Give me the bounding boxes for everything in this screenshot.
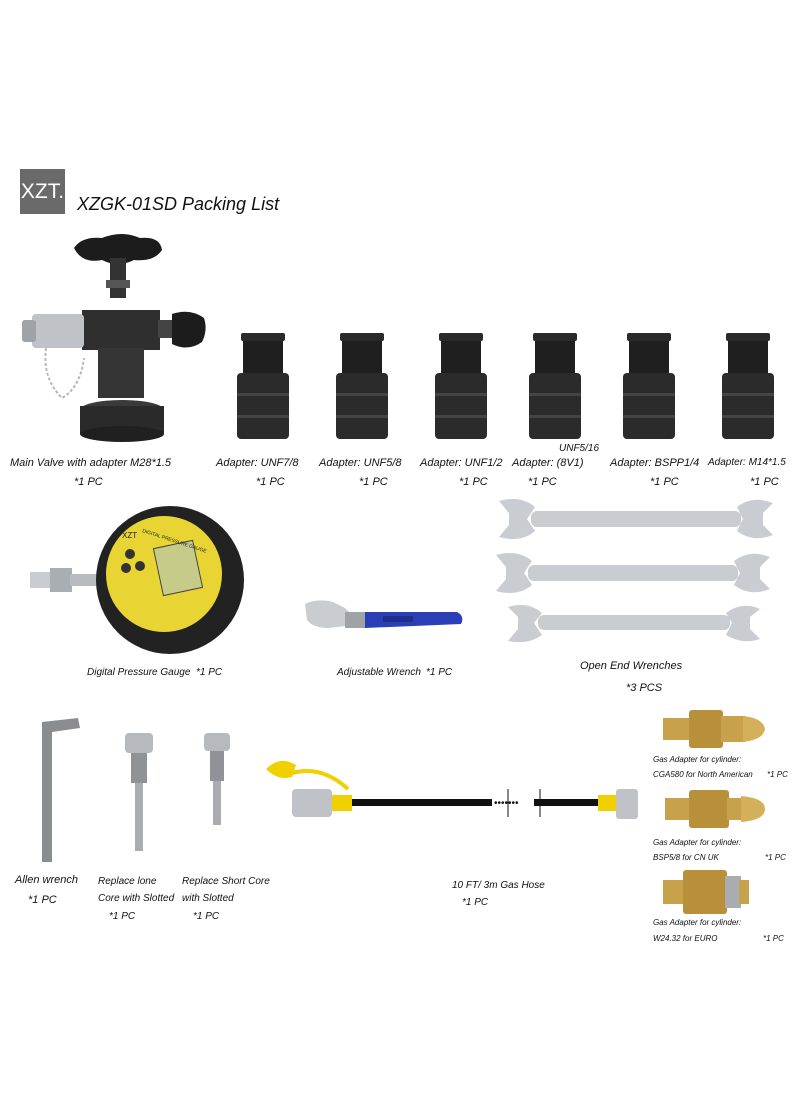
open-end-wrenches-qty: *3 PCS	[626, 682, 663, 694]
adapter-unf7-8-image	[237, 333, 289, 439]
allen-wrench-qty: *1 PC	[28, 894, 57, 906]
adapter-unf1-2-image	[435, 333, 487, 439]
open-end-wrenches-label: Open End Wrenches	[580, 660, 683, 672]
adjustable-wrench-label: Adjustable Wrench	[337, 667, 421, 678]
short-core-qty: *1 PC	[193, 911, 220, 922]
gas-adapter-w24-32-label-line2: W24.32 for EURO	[653, 934, 718, 943]
long-core-image	[125, 733, 153, 851]
adjustable-wrench-image	[305, 600, 463, 628]
adapter-bspp1-4-label: Adapter: BSPP1/4	[610, 457, 700, 469]
gas-adapter-w24-32-label-line1: Gas Adapter for cylinder:	[653, 918, 742, 927]
main-valve-image	[22, 234, 206, 442]
digital-gauge-image: XZT DIGITAL PRESSURE GAUGE	[30, 506, 244, 654]
long-core-label-line2: Core with Slotted	[98, 893, 175, 904]
short-core-label-line1: Replace Short Core	[182, 876, 270, 887]
svg-text:•••••••: •••••••	[494, 798, 519, 809]
short-core-label-line2: with Slotted	[182, 893, 234, 904]
gas-adapter-bsp5-8-label-line2: BSP5/8 for CN UK	[653, 853, 719, 862]
adapter-unf1-2-qty: *1 PC	[459, 476, 488, 488]
gas-adapter-cga580-qty: *1 PC	[767, 770, 788, 779]
gas-adapter-w24-32-image	[663, 870, 749, 914]
adapter-unf7-8-label: Adapter: UNF7/8	[216, 457, 299, 469]
open-end-wrench-3-image	[508, 605, 760, 643]
adapter-m14-image	[722, 333, 774, 439]
gas-adapter-w24-32-qty: *1 PC	[763, 934, 784, 943]
short-core-image	[204, 733, 230, 825]
brand-logo: XZT.	[20, 169, 65, 214]
main-valve-label: Main Valve with adapter M28*1.5	[10, 457, 172, 469]
long-core-label-line1: Replace lone	[98, 876, 157, 887]
gas-adapter-cga580-label-line1: Gas Adapter for cylinder:	[653, 755, 742, 764]
gas-adapter-cga580-image	[663, 710, 765, 748]
adapter-unf5-16-label-top: UNF5/16	[559, 443, 600, 454]
gas-hose-qty: *1 PC	[462, 897, 489, 908]
adjustable-wrench-qty: *1 PC	[426, 667, 453, 678]
adapter-unf5-8-image	[336, 333, 388, 439]
adapter-unf1-2-label: Adapter: UNF1/2	[420, 457, 503, 469]
open-end-wrench-1-image	[499, 499, 773, 539]
gauge-brand-text: XZT	[122, 531, 137, 540]
open-end-wrench-2-image	[496, 553, 770, 593]
allen-wrench-image	[42, 718, 80, 862]
adapter-bspp1-4-qty: *1 PC	[650, 476, 679, 488]
adapter-unf7-8-qty: *1 PC	[256, 476, 285, 488]
adapter-unf5-8-label: Adapter: UNF5/8	[319, 457, 402, 469]
gauge-label: Digital Pressure Gauge	[87, 667, 191, 678]
main-valve-qty: *1 PC	[74, 476, 103, 488]
gas-adapter-bsp5-8-label-line1: Gas Adapter for cylinder:	[653, 838, 742, 847]
adapter-m14-qty: *1 PC	[750, 476, 779, 488]
adapter-unf5-16-qty: *1 PC	[528, 476, 557, 488]
long-core-qty: *1 PC	[109, 911, 136, 922]
adapter-unf5-16-image	[529, 333, 581, 439]
adapter-unf5-8-qty: *1 PC	[359, 476, 388, 488]
gas-hose-label: 10 FT/ 3m Gas Hose	[452, 880, 545, 891]
gas-adapter-bsp5-8-qty: *1 PC	[765, 853, 786, 862]
gauge-qty: *1 PC	[196, 667, 223, 678]
allen-wrench-label: Allen wrench	[15, 874, 78, 886]
adapter-m14-label: Adapter: M14*1.5	[708, 457, 786, 468]
gas-adapter-cga580-label-line2: CGA580 for North American	[653, 770, 753, 779]
page-title: XZGK-01SD Packing List	[77, 194, 280, 214]
adapter-unf5-16-label: Adapter: (8V1)	[512, 457, 584, 469]
gas-hose-image: •••••••	[266, 760, 638, 819]
adapter-bspp1-4-image	[623, 333, 675, 439]
gas-adapter-bsp5-8-image	[665, 790, 765, 828]
